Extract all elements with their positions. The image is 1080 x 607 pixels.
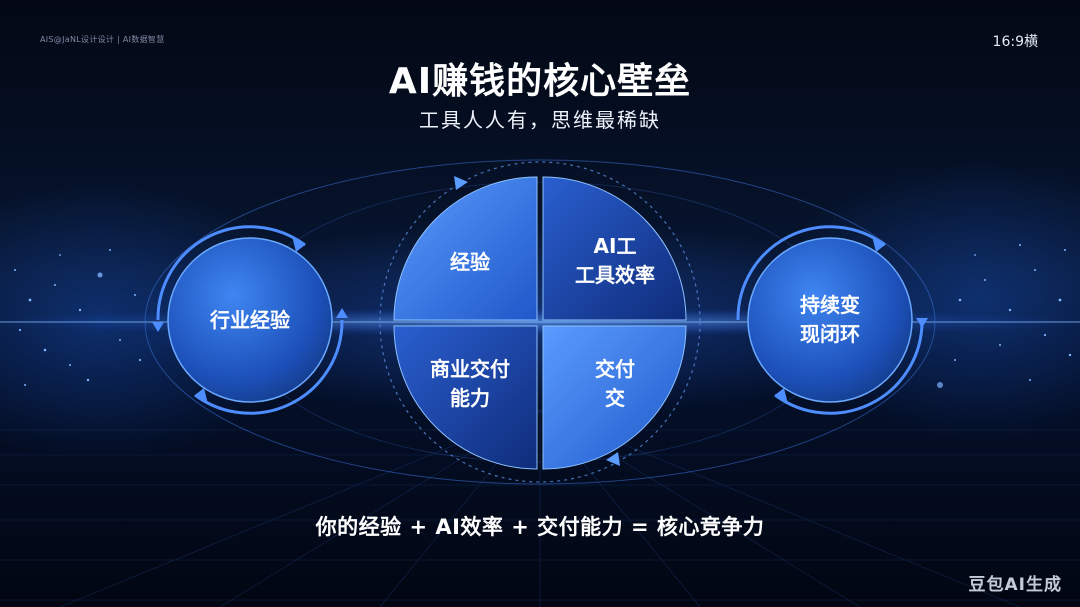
quadrant-label-ai-tools: AI工 工具效率: [545, 232, 685, 290]
quadrant-label-delivery: 交付 交: [545, 355, 685, 413]
quadrant-bottom-left-line1: 商业交付: [430, 357, 510, 381]
center-dashed-ring: [379, 161, 701, 483]
right-circle-label-line1: 持续变: [800, 293, 860, 317]
page-subtitle: 工具人人有，思维最稀缺: [419, 108, 661, 132]
right-circle-label-line2: 现闭环: [800, 322, 860, 346]
quadrant-bottom-right-line2: 交: [605, 386, 625, 410]
refresh-arrow-icon: [606, 452, 620, 466]
grid-floor: [0, 409, 1080, 607]
header-left-text: AIS@JaNL设计设计 | AI数据智慧: [40, 35, 165, 44]
watermark: 豆包AI生成: [968, 575, 1062, 595]
quadrant-tiles: [393, 176, 687, 470]
page-title: AI赚钱的核心壁垒: [388, 61, 692, 102]
right-circle-graphic: [736, 225, 928, 415]
formula-text: 你的经验 + AI效率 + 交付能力 = 核心竞争力: [315, 515, 765, 539]
particles-right: [937, 244, 1072, 388]
quadrant-label-experience: 经验: [400, 248, 540, 277]
aspect-ratio-label: 16:9横: [992, 34, 1038, 50]
quadrant-bottom-left-line2: 能力: [450, 386, 490, 410]
quadrant-label-delivery-capability: 商业交付 能力: [400, 355, 540, 413]
particles-left: [14, 249, 142, 386]
left-circle-label: 行业经验: [210, 308, 290, 332]
quadrant-top-left-line1: 经验: [450, 250, 490, 274]
orbit-ellipse: [144, 159, 936, 485]
right-circle-label: 持续变 现闭环: [760, 291, 900, 349]
quadrant-top-right-line2: 工具效率: [575, 263, 655, 287]
quadrant-top-right-line1: AI工: [593, 234, 637, 258]
refresh-arrow-icon: [454, 176, 468, 190]
left-circle-graphic: [152, 225, 348, 415]
quadrant-bottom-right-line1: 交付: [595, 357, 635, 381]
